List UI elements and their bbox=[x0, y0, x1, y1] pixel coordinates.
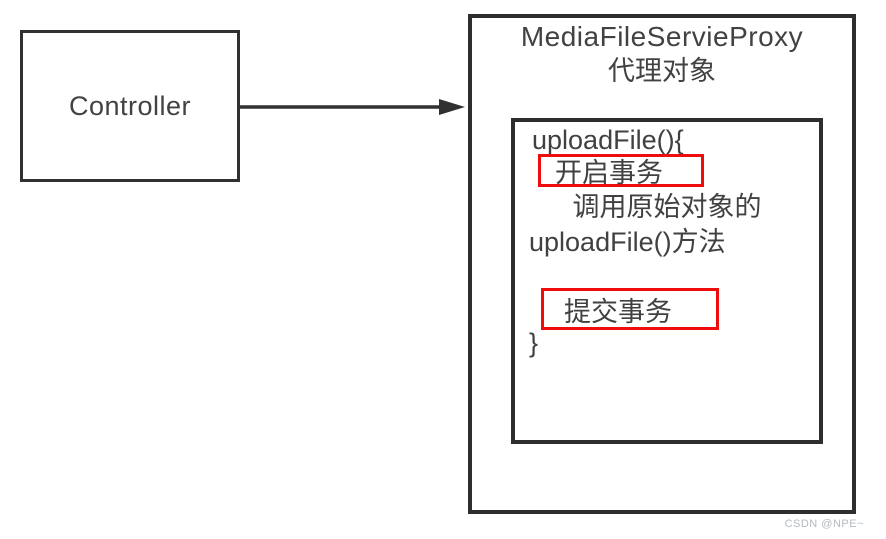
closing-brace-line: } bbox=[529, 328, 539, 358]
controller-to-proxy-arrow-icon bbox=[239, 99, 465, 115]
controller-label: Controller bbox=[68, 90, 192, 121]
proxy-title-line1: MediaFileServieProxy bbox=[520, 21, 804, 52]
method-box: uploadFile(){ 开启事务 调用原始对象的 uploadFile()方… bbox=[511, 118, 823, 444]
proxy-box: MediaFileServieProxy 代理对象 uploadFile(){ … bbox=[468, 14, 856, 514]
commit-transaction-highlight-box: 提交事务 bbox=[541, 288, 719, 330]
begin-transaction-highlight-box: 开启事务 bbox=[538, 154, 704, 188]
controller-box: Controller bbox=[20, 30, 240, 182]
method-signature-line: uploadFile(){ bbox=[532, 125, 684, 155]
call-uploadfile-method-line: uploadFile()方法 bbox=[529, 227, 726, 257]
proxy-title: MediaFileServieProxy 代理对象 bbox=[472, 20, 852, 88]
begin-transaction-label: 开启事务 bbox=[555, 158, 663, 188]
proxy-title-line2: 代理对象 bbox=[608, 56, 716, 86]
watermark: CSDN @NPE~ bbox=[784, 518, 864, 530]
commit-transaction-label: 提交事务 bbox=[564, 296, 672, 327]
call-original-object-line: 调用原始对象的 bbox=[572, 192, 762, 222]
